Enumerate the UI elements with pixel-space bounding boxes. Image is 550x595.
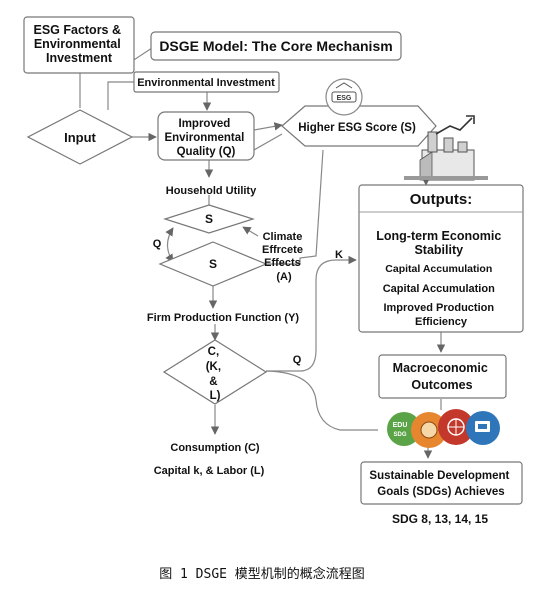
k-label: K (335, 249, 343, 261)
household-utility-label: Household Utility (166, 185, 257, 197)
connector-quality-to-esg-score (253, 133, 283, 151)
improved-quality-box (157, 111, 255, 161)
svg-text:ESG: ESG (337, 95, 352, 102)
outputs-items: Long-term Economic Stability Capital Acc… (376, 227, 505, 328)
ckl-label: C, (K, & L) (206, 346, 225, 402)
macro-outcomes-label: Macroeconomic Outcomes (393, 361, 492, 392)
climate-effects-label: Climate Effrcete Effects (A) (262, 231, 306, 283)
s-diamond-lower (158, 241, 268, 287)
arrow-quality-to-esg-score (253, 122, 283, 131)
figure-caption: 图 1 DSGE 模型机制的概念流程图 (159, 566, 365, 582)
esg-badge-icon: ESG (325, 78, 363, 116)
firm-production-label: Firm Production Function (Y) (147, 312, 299, 324)
q-loop-label: Q (153, 238, 162, 250)
s-lower-label: S (209, 257, 217, 271)
q-lower-label: Q (293, 354, 302, 366)
macro-outcomes-box (378, 354, 507, 399)
capital-labor-label: Capital k, & Labor (L) (154, 465, 265, 477)
input-diamond (26, 109, 134, 165)
connector-ckl-to-sdg-icons (265, 370, 378, 431)
esg-score-hexagon (281, 105, 437, 147)
s-upper-label: S (205, 212, 213, 226)
input-label: Input (64, 130, 96, 145)
sdgs-box (360, 461, 523, 505)
consumption-label: Consumption (C) (170, 442, 260, 454)
sdg-numbers: SDG 8, 13, 14, 15 (392, 512, 488, 526)
title-box (150, 31, 402, 61)
sdg-icons: EDU SDG (387, 409, 500, 448)
environmental-investment-label: Environmental Investment (137, 77, 275, 89)
diagram-title: DSGE Model: The Core Mechanism (159, 38, 392, 54)
svg-text:EDU: EDU (393, 422, 408, 429)
ckl-diamond (162, 339, 268, 405)
esg-factors-box (23, 16, 135, 74)
outputs-box (358, 184, 524, 333)
outputs-title: Outputs: (410, 191, 472, 208)
svg-text:SDG: SDG (393, 432, 406, 438)
arrow-ckl-to-outputs (266, 255, 357, 372)
s-diamond-upper (163, 204, 255, 234)
arrow-q-loop (165, 227, 174, 263)
connector-s-to-esg-score (266, 149, 324, 265)
arrow-climate-to-s (242, 226, 259, 237)
esg-factors-label: ESG Factors & Environmental Investment (33, 23, 124, 65)
sdgs-label: Sustainable Development Goals (SDGs) Ach… (369, 470, 512, 498)
factory-icon (404, 115, 488, 181)
improved-quality-label: Improved Environmental Quality (Q) (164, 118, 247, 158)
connector-input-to-env-investment (107, 81, 134, 110)
sdg-education-icon (387, 412, 421, 446)
environmental-investment-box (133, 71, 280, 93)
esg-score-label: Higher ESG Score (S) (298, 122, 416, 134)
